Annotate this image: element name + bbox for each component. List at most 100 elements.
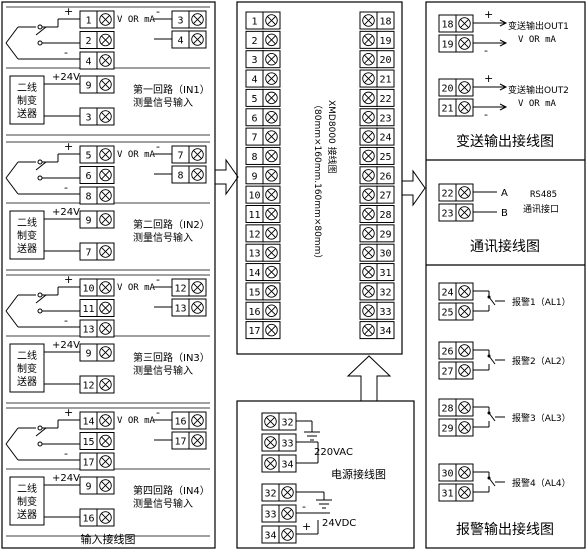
main-right-terminal-number-cell xyxy=(376,166,395,185)
main-right-terminal-number: 29 xyxy=(379,229,391,240)
tx-terminal-cross xyxy=(101,380,110,389)
transmit-terminal-screw xyxy=(458,101,471,114)
tx-terminal-cross xyxy=(101,80,110,89)
main-left-terminal-number: 14 xyxy=(248,268,260,279)
aux-terminal-cross xyxy=(193,15,202,24)
aux-terminal-cross xyxy=(193,303,202,312)
main-left-terminal-screw xyxy=(265,304,278,317)
aux-terminal-screw xyxy=(191,168,204,181)
aux-terminal-number: 17 xyxy=(174,437,186,448)
input-terminal-number: 17 xyxy=(82,458,94,469)
alarm-contact-node xyxy=(487,295,491,299)
main-right-terminal-screw xyxy=(362,323,375,337)
alarm-terminal-number: 29 xyxy=(441,424,453,435)
power-panel xyxy=(236,400,415,549)
input-terminal-number: 6 xyxy=(85,171,91,182)
comm-terminal-number: 22 xyxy=(441,189,453,200)
transmit-terminal-screw xyxy=(458,17,471,30)
dc-terminal-screw xyxy=(281,507,294,520)
main-right-terminal-screw xyxy=(362,111,375,124)
main-left-terminal-number: 3 xyxy=(251,55,257,66)
transmitter-label: 送器 xyxy=(17,508,37,521)
model-label: XMD8000 接线图 xyxy=(326,100,338,174)
alarm-label: 报警1（AL1） xyxy=(512,296,571,308)
sensor-wire xyxy=(5,427,19,445)
sensor-switch xyxy=(35,26,47,36)
main-right-terminal-number: 20 xyxy=(379,55,391,66)
comm-pin-label: A xyxy=(501,188,508,199)
alarm-terminal-cross xyxy=(460,366,469,375)
main-right-terminal-cross xyxy=(364,35,373,45)
tx-terminal-screw xyxy=(99,511,112,524)
tx-terminal-screw xyxy=(99,110,112,123)
sensor-wire xyxy=(5,177,19,195)
main-left-terminal-number: 6 xyxy=(251,113,257,124)
main-left-terminal-screw xyxy=(265,91,278,105)
main-right-terminal-screw xyxy=(362,246,375,259)
dc-terminal-screw xyxy=(281,528,294,541)
main-right-terminal-cross xyxy=(364,286,373,296)
alarm-terminal-cross xyxy=(460,488,469,497)
input-terminal-cross xyxy=(101,15,110,24)
tx-terminal-cross xyxy=(101,348,110,357)
transmit-terminal-number: 19 xyxy=(441,40,453,51)
alarm-caption: 报警输出接线图 xyxy=(456,521,554,538)
main-right-terminal-screw xyxy=(362,207,375,221)
input-terminal-cross xyxy=(101,191,110,200)
alarm-terminal-cross xyxy=(460,468,469,477)
transmitter-label: 二线 xyxy=(17,482,37,495)
sensor-wire xyxy=(5,26,19,44)
transmit-minus: - xyxy=(484,44,488,57)
main-right-terminal-screw xyxy=(362,169,375,182)
main-left-terminal-number: 12 xyxy=(248,229,260,240)
alarm-terminal-screw xyxy=(458,421,471,434)
main-right-terminal-screw xyxy=(362,52,375,66)
aux-terminal-number: 8 xyxy=(177,171,183,182)
tx-terminal-cross xyxy=(101,215,110,224)
main-right-terminal-cross xyxy=(364,267,373,277)
main-right-terminal-number: 23 xyxy=(379,113,391,124)
input-terminal-number: 1 xyxy=(85,16,91,27)
sensor-wire xyxy=(5,443,19,461)
main-right-terminal-number: 27 xyxy=(379,191,391,202)
input-terminal-screw xyxy=(99,281,112,294)
main-left-terminal-screw xyxy=(265,188,278,201)
sensor-switch xyxy=(35,294,47,304)
main-right-terminal-number-cell xyxy=(376,146,395,165)
plus-sign: + xyxy=(64,5,73,18)
transmit-terminal-cross xyxy=(460,19,469,28)
main-right-terminal-number-cell xyxy=(376,301,395,320)
aux-terminal-number: 16 xyxy=(174,417,186,428)
main-left-terminal-cross xyxy=(267,54,276,64)
minus-sign: - xyxy=(156,5,160,18)
transmit-terminal-screw xyxy=(458,37,471,50)
transmit-terminal-screw xyxy=(458,81,471,94)
transmit-plus: + xyxy=(484,72,493,85)
input-terminal-cross xyxy=(101,457,110,466)
dc-terminal-number: 32 xyxy=(264,489,276,500)
main-left-terminal-cross xyxy=(267,132,276,142)
main-right-terminal-number-cell xyxy=(376,282,395,301)
main-left-terminal-screw xyxy=(265,149,278,163)
ac-terminal-number: 32 xyxy=(281,418,293,429)
size-label: （80mm×160mm.160mm×80mm） xyxy=(312,100,323,263)
tx-terminal-screw xyxy=(99,245,112,258)
input-terminal-number: 15 xyxy=(82,437,94,448)
dc-plus-sign: + xyxy=(302,520,311,533)
right-arrow-1 xyxy=(215,158,239,196)
transmit-unit: V OR mA xyxy=(518,99,557,109)
main-right-terminal-cross xyxy=(364,228,373,238)
main-right-terminal-cross xyxy=(364,209,373,219)
v-or-ma-label: V OR mA xyxy=(117,15,156,25)
main-left-terminal-cross xyxy=(267,325,276,335)
main-right-terminal-number-cell xyxy=(376,108,395,127)
transmitter-box xyxy=(9,75,45,125)
transmit-arrowhead xyxy=(499,103,508,111)
aux-terminal-screw xyxy=(191,281,204,294)
channel-name: 第三回路（IN3） xyxy=(133,351,210,364)
main-left-terminal-cross xyxy=(267,16,276,25)
transmit-unit: V OR mA xyxy=(518,35,557,45)
alarm-terminal-screw xyxy=(458,401,471,414)
